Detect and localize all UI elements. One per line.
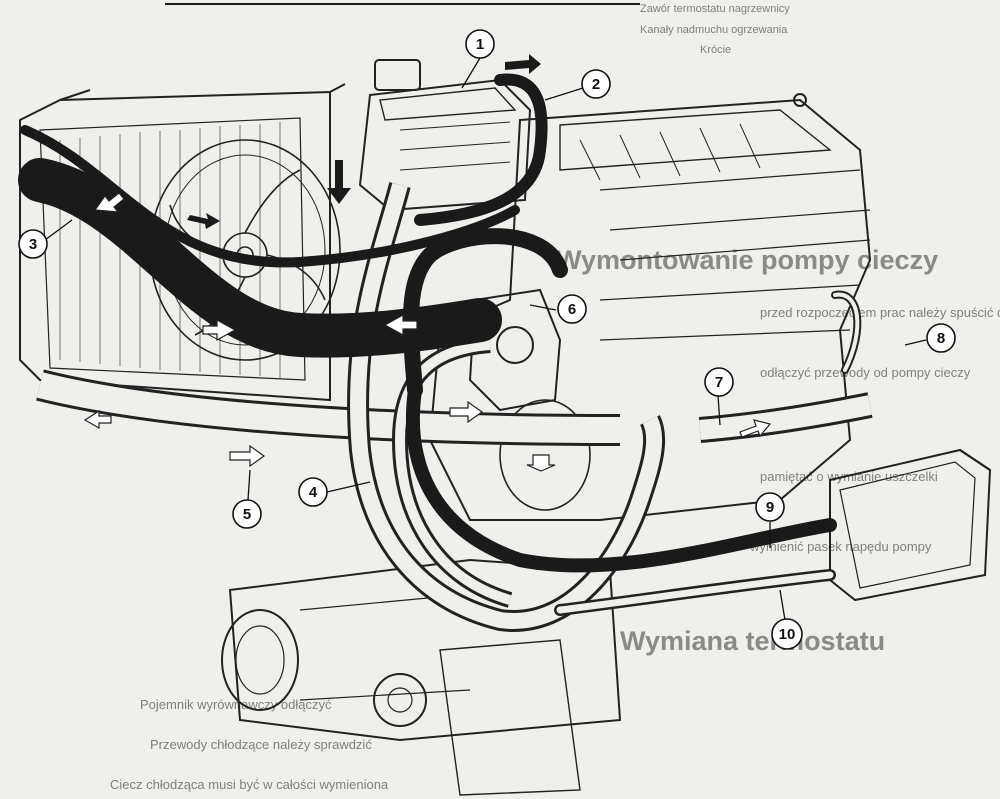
header-line-3: Krócie bbox=[700, 44, 732, 56]
callout-label: 8 bbox=[937, 330, 945, 347]
bleed-heading-2: Wymiana termostatu bbox=[620, 626, 886, 656]
hose-lower-radiator bbox=[36, 369, 873, 446]
hose-bypass bbox=[402, 228, 568, 398]
callout-label: 6 bbox=[568, 301, 576, 318]
flow-arrow bbox=[383, 313, 418, 337]
callout-label: 9 bbox=[766, 499, 774, 516]
flow-arrow bbox=[327, 160, 351, 204]
flow-arrow bbox=[93, 192, 125, 213]
water-pump bbox=[468, 288, 591, 511]
callout-6: 6 bbox=[557, 294, 587, 324]
callout-label: 2 bbox=[592, 76, 600, 93]
bleed-line: przed rozpoczęciem prac należy spuścić c… bbox=[760, 305, 1000, 320]
header-line-1: Zawór termostatu nagrzewnicy bbox=[640, 3, 790, 15]
bleed-line: Ciecz chłodząca musi być w całości wymie… bbox=[110, 777, 389, 792]
callout-label: 7 bbox=[715, 374, 723, 391]
flow-arrow bbox=[526, 454, 556, 472]
hose-heater-supply bbox=[405, 383, 837, 573]
callout-label: 5 bbox=[243, 506, 251, 523]
flow-arrow bbox=[449, 400, 484, 424]
flow-arrows bbox=[83, 192, 772, 472]
flow-arrow bbox=[505, 54, 541, 74]
flow-arrows-black bbox=[187, 54, 541, 229]
callout-2: 2 bbox=[581, 69, 611, 99]
bleed-line: odłączyć przewody od pompy cieczy bbox=[760, 365, 971, 380]
hose-overflow bbox=[414, 73, 548, 226]
callout-label: 4 bbox=[309, 484, 318, 501]
callout-9: 9 bbox=[755, 492, 785, 522]
callout-4: 4 bbox=[298, 477, 328, 507]
flow-arrow bbox=[229, 444, 266, 468]
callout-8: 8 bbox=[926, 323, 956, 353]
callout-1: 1 bbox=[465, 29, 495, 59]
callout-label: 1 bbox=[476, 36, 484, 53]
bleed-line: Pojemnik wyrównawczy odłączyć bbox=[140, 697, 332, 712]
callout-label: 3 bbox=[29, 236, 37, 253]
callout-7: 7 bbox=[704, 367, 734, 397]
intake-manifold bbox=[221, 558, 622, 796]
flow-arrow bbox=[202, 318, 237, 342]
flow-arrow bbox=[739, 419, 772, 438]
flow-arrow bbox=[187, 213, 220, 229]
bleed-heading-1: Wymontowanie pompy cieczy bbox=[556, 245, 939, 275]
hose-heater-feed bbox=[391, 337, 513, 608]
heater-core bbox=[829, 448, 992, 602]
bleed-line: Przewody chłodzące należy sprawdzić bbox=[150, 737, 372, 752]
callout-3: 3 bbox=[18, 229, 48, 259]
header-line-2: Kanały nadmuchu ogrzewania bbox=[640, 24, 788, 36]
leader-lines bbox=[44, 57, 927, 621]
bleed-line: wymienić pasek napędu pompy bbox=[750, 539, 932, 554]
callout-label: 10 bbox=[779, 626, 796, 643]
callout-10: 10 bbox=[771, 618, 803, 650]
callout-5: 5 bbox=[232, 499, 262, 529]
callouts: 1 2 3 4 5 6 7 bbox=[18, 29, 956, 650]
flow-arrow bbox=[83, 409, 112, 430]
